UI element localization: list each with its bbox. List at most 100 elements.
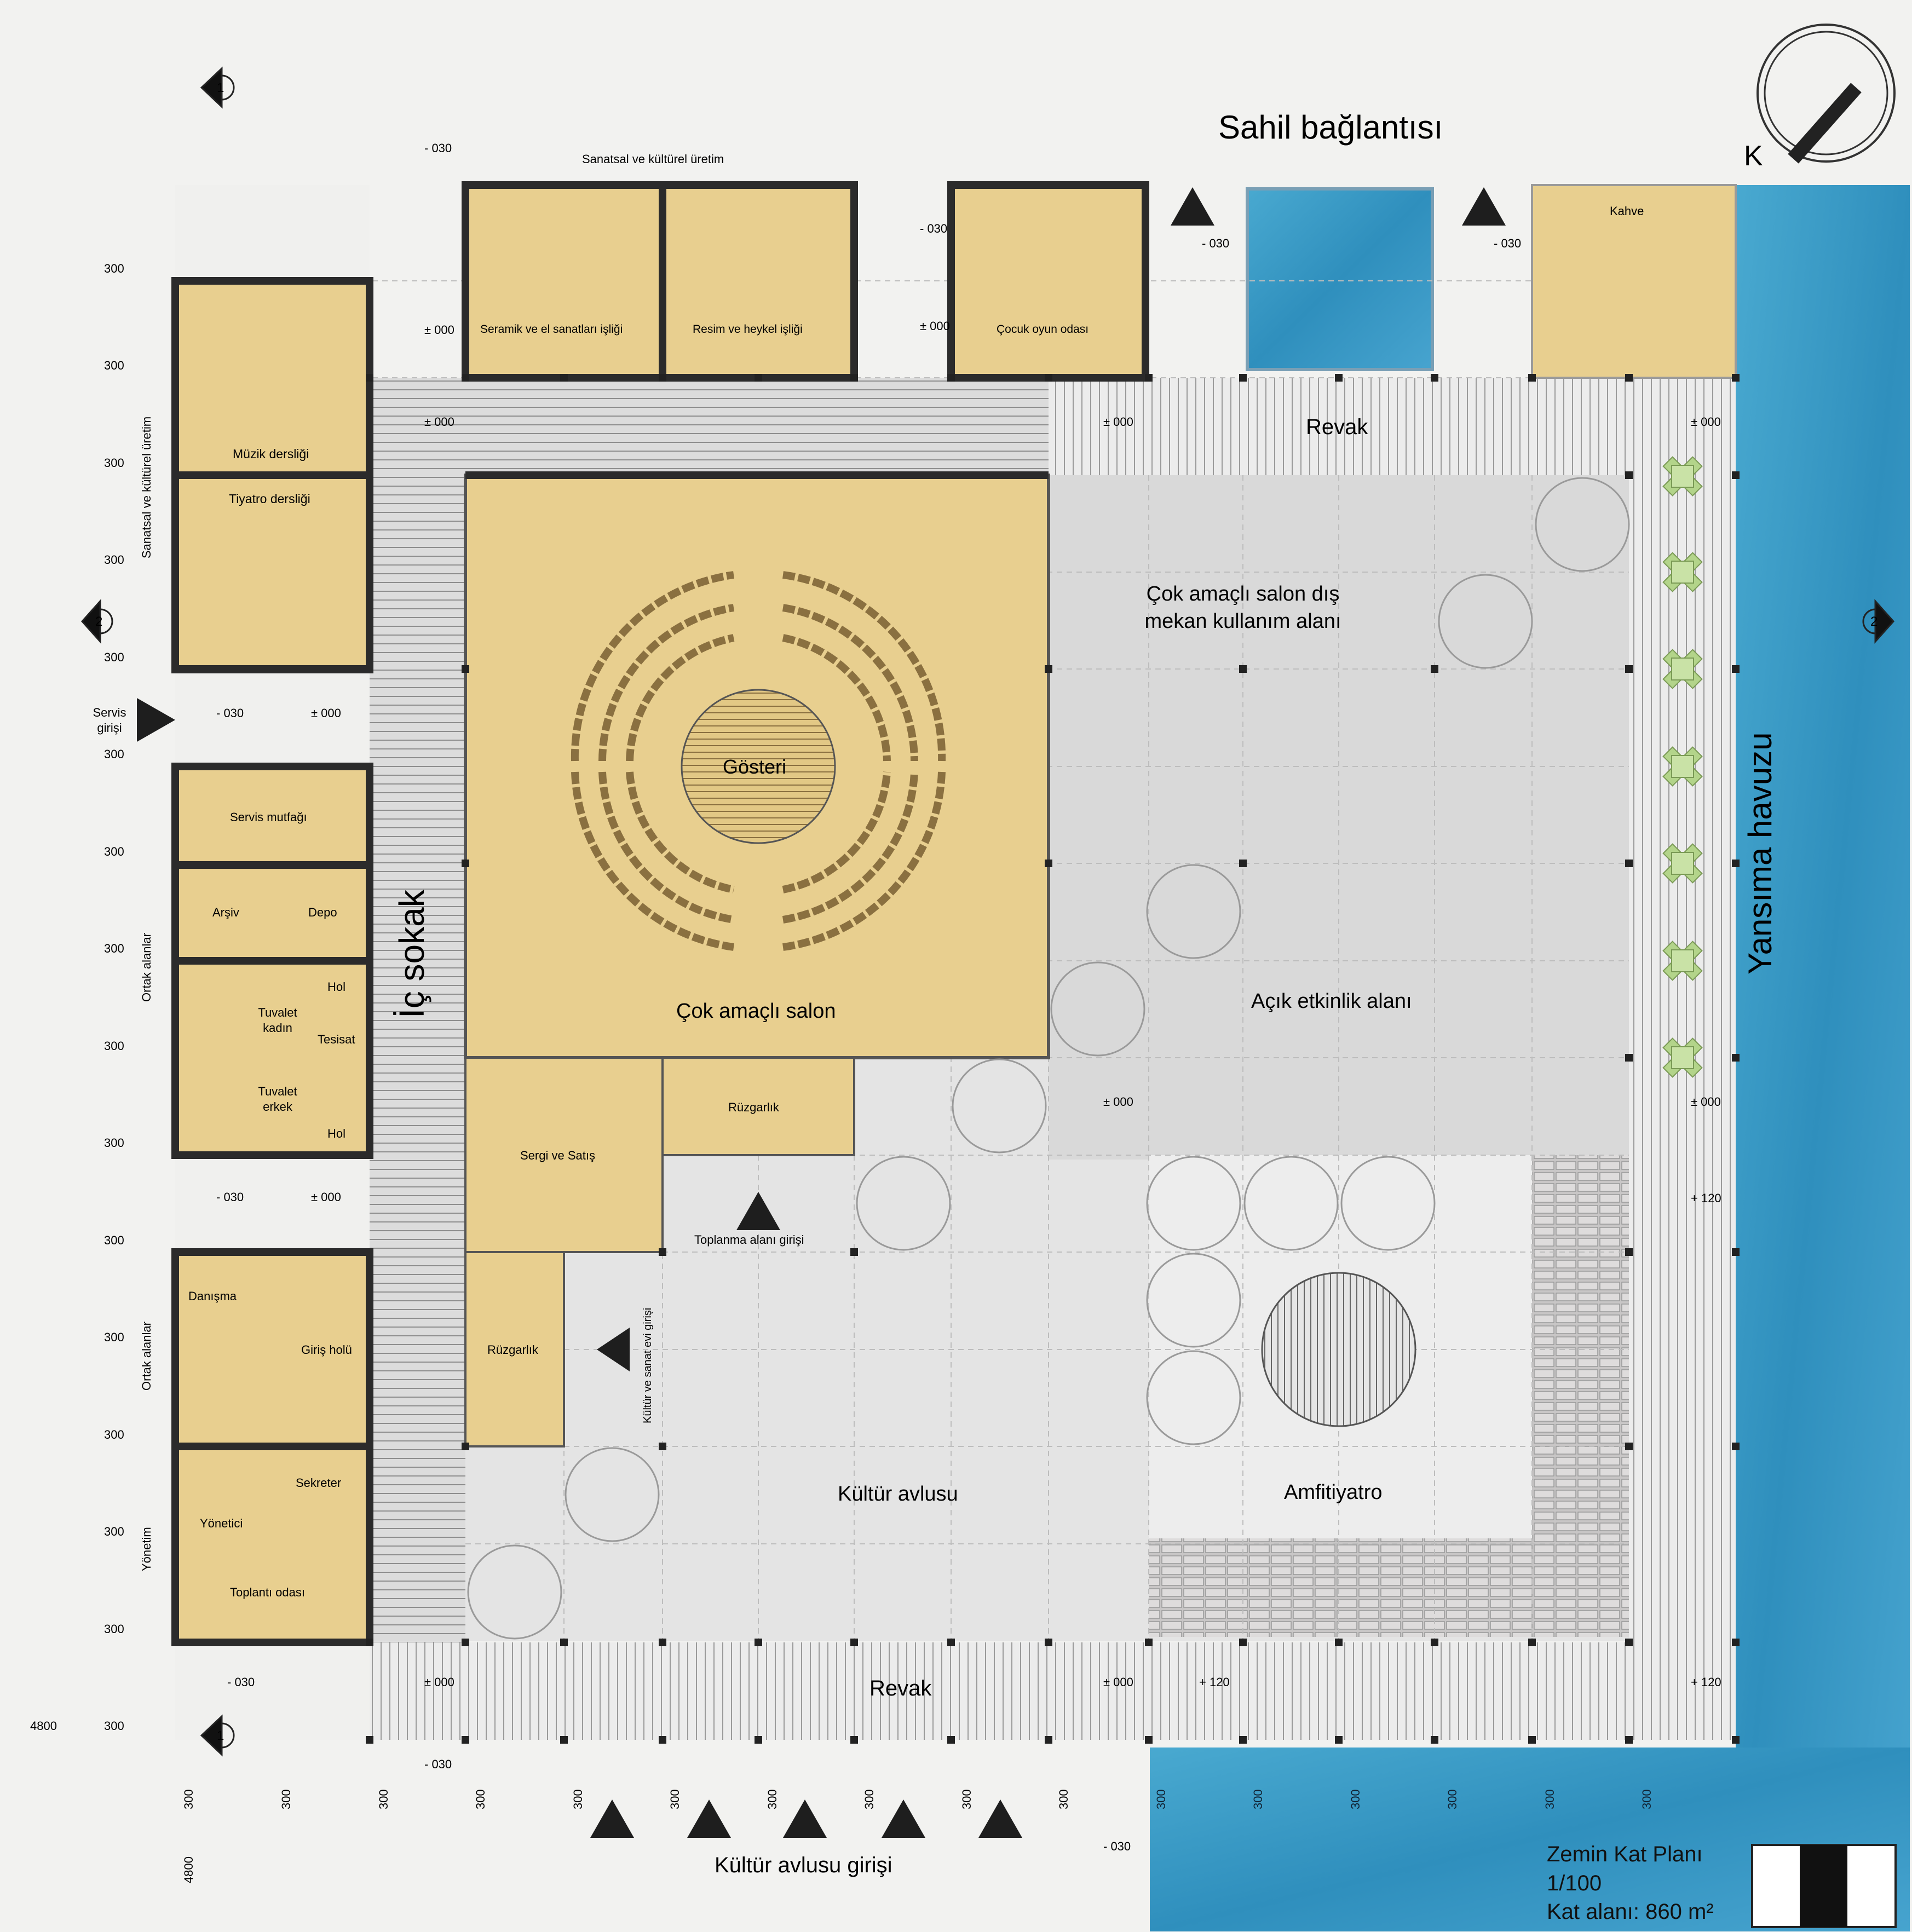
dim-label: 300 — [104, 650, 124, 664]
room-multi-hall-label: Çok amaçlı salon — [676, 1000, 836, 1023]
room-wind2 — [464, 1251, 565, 1447]
dim-label: 300 — [104, 1136, 124, 1150]
room-wcf-label: Tuvalet kadın — [258, 1006, 297, 1035]
rooms-yellow — [171, 181, 1737, 1646]
dim-label: 300 — [1154, 1789, 1168, 1809]
room-show-label: Gösteri — [723, 756, 787, 778]
side-group-4: Yönetim — [140, 1527, 153, 1571]
entry-arrows — [137, 187, 1506, 1838]
room-info-label: Danışma — [188, 1289, 237, 1303]
level-marker: + 120 — [1199, 1675, 1230, 1689]
room-music-label: Müzik dersliği — [233, 447, 309, 461]
level-marker: ± 000 — [311, 706, 341, 720]
room-admin — [171, 1443, 373, 1646]
room-archive-label: Arşiv — [212, 906, 239, 919]
room-kitchen-label: Servis mutfağı — [230, 810, 307, 824]
dim-label: 300 — [1251, 1789, 1265, 1809]
room-kids — [947, 181, 1149, 382]
room-culture-entry-label: Kültür ve sanat evi girişi — [642, 1307, 654, 1423]
room-wind1-label: Rüzgarlık — [728, 1100, 779, 1114]
dim-label: 300 — [1543, 1789, 1557, 1809]
outdoor-hall-area — [1049, 475, 1629, 1160]
dim-label: 300 — [104, 1622, 124, 1636]
north-arrow — [1756, 24, 1896, 164]
dim-label: 300 — [104, 747, 124, 761]
section-number: 2 — [95, 614, 103, 629]
dim-label: 300 — [104, 553, 124, 567]
side-group-2: Ortak alanlar — [140, 933, 153, 1002]
room-lobby — [171, 1248, 373, 1450]
plan-area: Kat alanı: 860 m² — [1547, 1900, 1714, 1924]
title-bottom: Kültür avlusu girişi — [715, 1853, 892, 1877]
dim-label: 300 — [571, 1789, 585, 1809]
room-amphi-label: Amfitiyatro — [1284, 1481, 1383, 1504]
dim-label: 300 — [765, 1789, 779, 1809]
room-ceramic — [462, 181, 666, 382]
dim-label: 300 — [377, 1789, 390, 1809]
level-marker: - 030 — [424, 141, 452, 155]
room-meeting-label: Toplantı odası — [230, 1585, 305, 1599]
level-marker: - 030 — [216, 1190, 244, 1204]
level-marker: - 030 — [216, 706, 244, 720]
level-marker: ± 000 — [424, 1675, 454, 1689]
auditorium-seating — [571, 571, 946, 951]
level-marker: ± 000 — [920, 319, 950, 333]
level-marker: - 030 — [1202, 237, 1230, 250]
room-director-label: Yönetici — [200, 1516, 243, 1530]
dim-label: 300 — [960, 1789, 974, 1809]
section-number: 1 — [217, 1728, 224, 1743]
level-marker: + 120 — [1691, 1675, 1721, 1689]
revak-bottom — [370, 1642, 1736, 1740]
level-marker: ± 000 — [424, 323, 454, 337]
room-painting — [659, 181, 858, 382]
dim-label: 300 — [104, 1233, 124, 1247]
dim-label: 300 — [182, 1789, 195, 1809]
stage-circle — [681, 689, 836, 844]
dim-label: 300 — [279, 1789, 293, 1809]
room-wcm-label: Tuvalet erkek — [258, 1085, 297, 1114]
dim-label: 300 — [104, 359, 124, 372]
pool-top — [1246, 187, 1434, 371]
revak-top — [1049, 378, 1736, 475]
dim-label: 300 — [1349, 1789, 1362, 1809]
dim-label: 300 — [104, 1428, 124, 1441]
room-sales — [464, 1057, 664, 1253]
heavy-walls — [175, 277, 1049, 1646]
room-theatre-label: Tiyatro dersliği — [229, 492, 310, 506]
courtyard-circles — [467, 477, 1630, 1640]
side-group-1: Sanatsal ve kültürel üretim — [140, 416, 153, 558]
dim-label: 300 — [104, 1719, 124, 1733]
dim-label: 300 — [1057, 1789, 1070, 1809]
level-marker: - 030 — [424, 1757, 452, 1771]
dim-label: 300 — [1445, 1789, 1459, 1809]
room-cafe-label: Kahve — [1610, 204, 1644, 218]
room-hall1-label: Hol — [327, 980, 346, 994]
dim-total-label: 4800 — [182, 1856, 195, 1883]
dim-label: 300 — [104, 942, 124, 955]
level-marker: ± 000 — [1691, 415, 1721, 429]
section-markers — [80, 66, 1895, 1757]
level-marker: ± 000 — [1103, 415, 1133, 429]
top-gallery-left — [370, 378, 1049, 475]
dim-label: 300 — [474, 1789, 487, 1809]
amphi-stage — [1261, 1272, 1416, 1427]
level-marker: ± 000 — [424, 415, 454, 429]
room-wind2-label: Rüzgarlık — [487, 1343, 538, 1357]
section-number: 2 — [1870, 614, 1878, 629]
dim-label: 300 — [104, 845, 124, 858]
level-marker: ± 000 — [1691, 1095, 1721, 1109]
inner-street — [370, 378, 465, 1642]
revak-right — [1629, 378, 1736, 1642]
dim-label: 300 — [104, 1039, 124, 1053]
level-marker: - 030 — [1494, 237, 1522, 250]
title-top-group: Sanatsal ve kültürel üretim — [582, 152, 724, 166]
title-top: Sahil bağlantısı — [1218, 109, 1443, 146]
level-marker: - 030 — [920, 222, 948, 235]
title-right: Yansıma havuzu — [1742, 732, 1778, 974]
room-kids-label: Çocuk oyun odası — [997, 323, 1089, 336]
room-outdoor-label: Çok amaçlı salon dış mekan kullanım alan… — [1144, 583, 1341, 633]
north-label: K — [1744, 140, 1763, 172]
level-marker: - 030 — [227, 1675, 255, 1689]
